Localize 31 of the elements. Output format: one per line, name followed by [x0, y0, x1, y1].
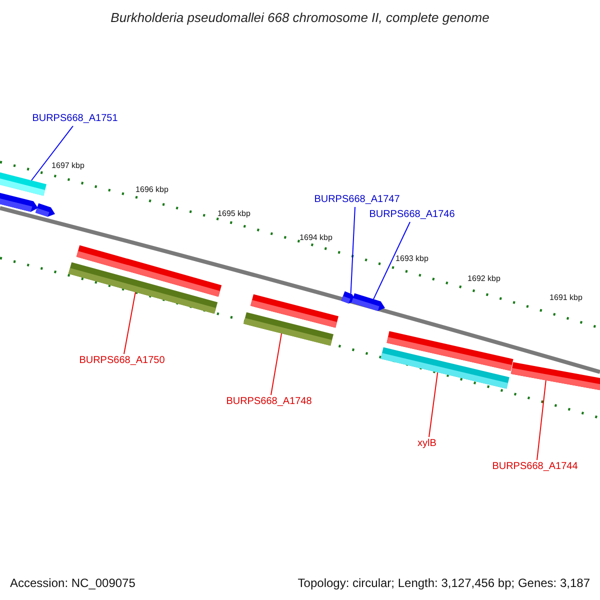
gene-label: BURPS668_A1748	[226, 396, 312, 408]
position-label: 1693 kbp	[396, 254, 428, 264]
position-label: 1697 kbp	[52, 161, 84, 171]
gene-bar	[0, 170, 46, 196]
leader-line	[350, 206, 356, 294]
leader-line	[428, 372, 438, 438]
gene-bar	[510, 362, 600, 391]
position-label: 1694 kbp	[300, 233, 332, 243]
gene-label: BURPS668_A1744	[492, 461, 578, 473]
gene-label: BURPS668_A1750	[79, 355, 165, 367]
leader-line	[270, 332, 282, 396]
accession-text: Accession: NC_009075	[10, 576, 136, 590]
gene-bar	[35, 203, 55, 217]
gene-label: xylB	[418, 438, 436, 450]
gene-label: BURPS668_A1751	[32, 113, 118, 125]
leader-line	[124, 292, 136, 354]
position-label: 1695 kbp	[218, 209, 250, 219]
leader-line	[536, 380, 546, 460]
position-label: 1691 kbp	[550, 293, 582, 303]
position-label: 1696 kbp	[136, 185, 168, 195]
gene-bar	[380, 347, 510, 389]
gene-bar	[68, 262, 218, 314]
leader-line	[30, 126, 74, 181]
position-label: 1692 kbp	[468, 274, 500, 284]
chart-title: Burkholderia pseudomallei 668 chromosome II, complete genome	[110, 10, 490, 25]
gene-bar	[244, 312, 334, 346]
gene-label: BURPS668_A1746	[369, 209, 455, 221]
genome-info-text: Topology: circular; Length: 3,127,456 bp; Genes: 3,187	[298, 576, 590, 590]
gene-label: BURPS668_A1747	[314, 194, 400, 206]
gene-bar	[0, 190, 38, 212]
leader-line	[373, 222, 410, 300]
